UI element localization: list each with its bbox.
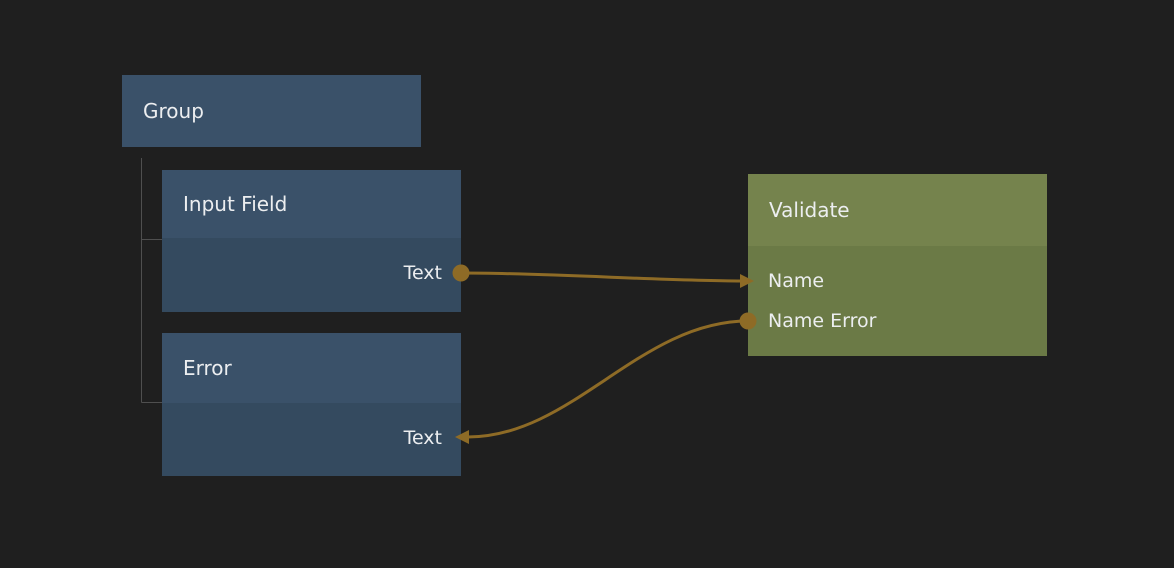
node-error-body: Text (162, 403, 461, 476)
node-validate[interactable]: Validate Name Name Error (748, 174, 1047, 356)
node-error-header[interactable]: Error (162, 333, 461, 403)
arrowhead-error-text-input (455, 430, 469, 444)
node-input-field-title: Input Field (183, 192, 288, 216)
port-dot-validate-name-error-output[interactable] (739, 312, 757, 330)
port-label-validate-name-error: Name Error (768, 310, 877, 332)
arrowhead-validate-name-input (740, 274, 754, 288)
node-input-field-header[interactable]: Input Field (162, 170, 461, 238)
node-validate-title: Validate (769, 198, 850, 222)
wire-validate-name-error-to-error-text[interactable] (467, 319, 749, 439)
group-tree-lines (141, 158, 162, 403)
node-validate-header[interactable]: Validate (748, 174, 1047, 246)
port-label-error-text: Text (403, 427, 442, 449)
node-group-title: Group (143, 99, 204, 123)
port-label-input-field-text: Text (403, 262, 442, 284)
node-validate-body: Name Name Error (748, 246, 1047, 356)
port-label-validate-name: Name (768, 270, 825, 292)
node-error[interactable]: Error Text (162, 333, 461, 476)
node-group[interactable]: Group (122, 75, 421, 147)
port-row-input-field-text-output[interactable]: Text (162, 253, 461, 293)
port-row-validate-name-error-output[interactable]: Name Error (748, 301, 1047, 341)
node-input-field[interactable]: Input Field Text (162, 170, 461, 312)
wire-input-field-text-to-validate-name[interactable] (460, 271, 743, 283)
port-row-error-text-input[interactable]: Text (162, 418, 461, 458)
node-input-field-body: Text (162, 238, 461, 312)
node-group-header[interactable]: Group (122, 75, 421, 147)
port-dot-input-field-text-output[interactable] (452, 264, 470, 282)
port-row-validate-name-input[interactable]: Name (748, 261, 1047, 301)
node-error-title: Error (183, 356, 232, 380)
